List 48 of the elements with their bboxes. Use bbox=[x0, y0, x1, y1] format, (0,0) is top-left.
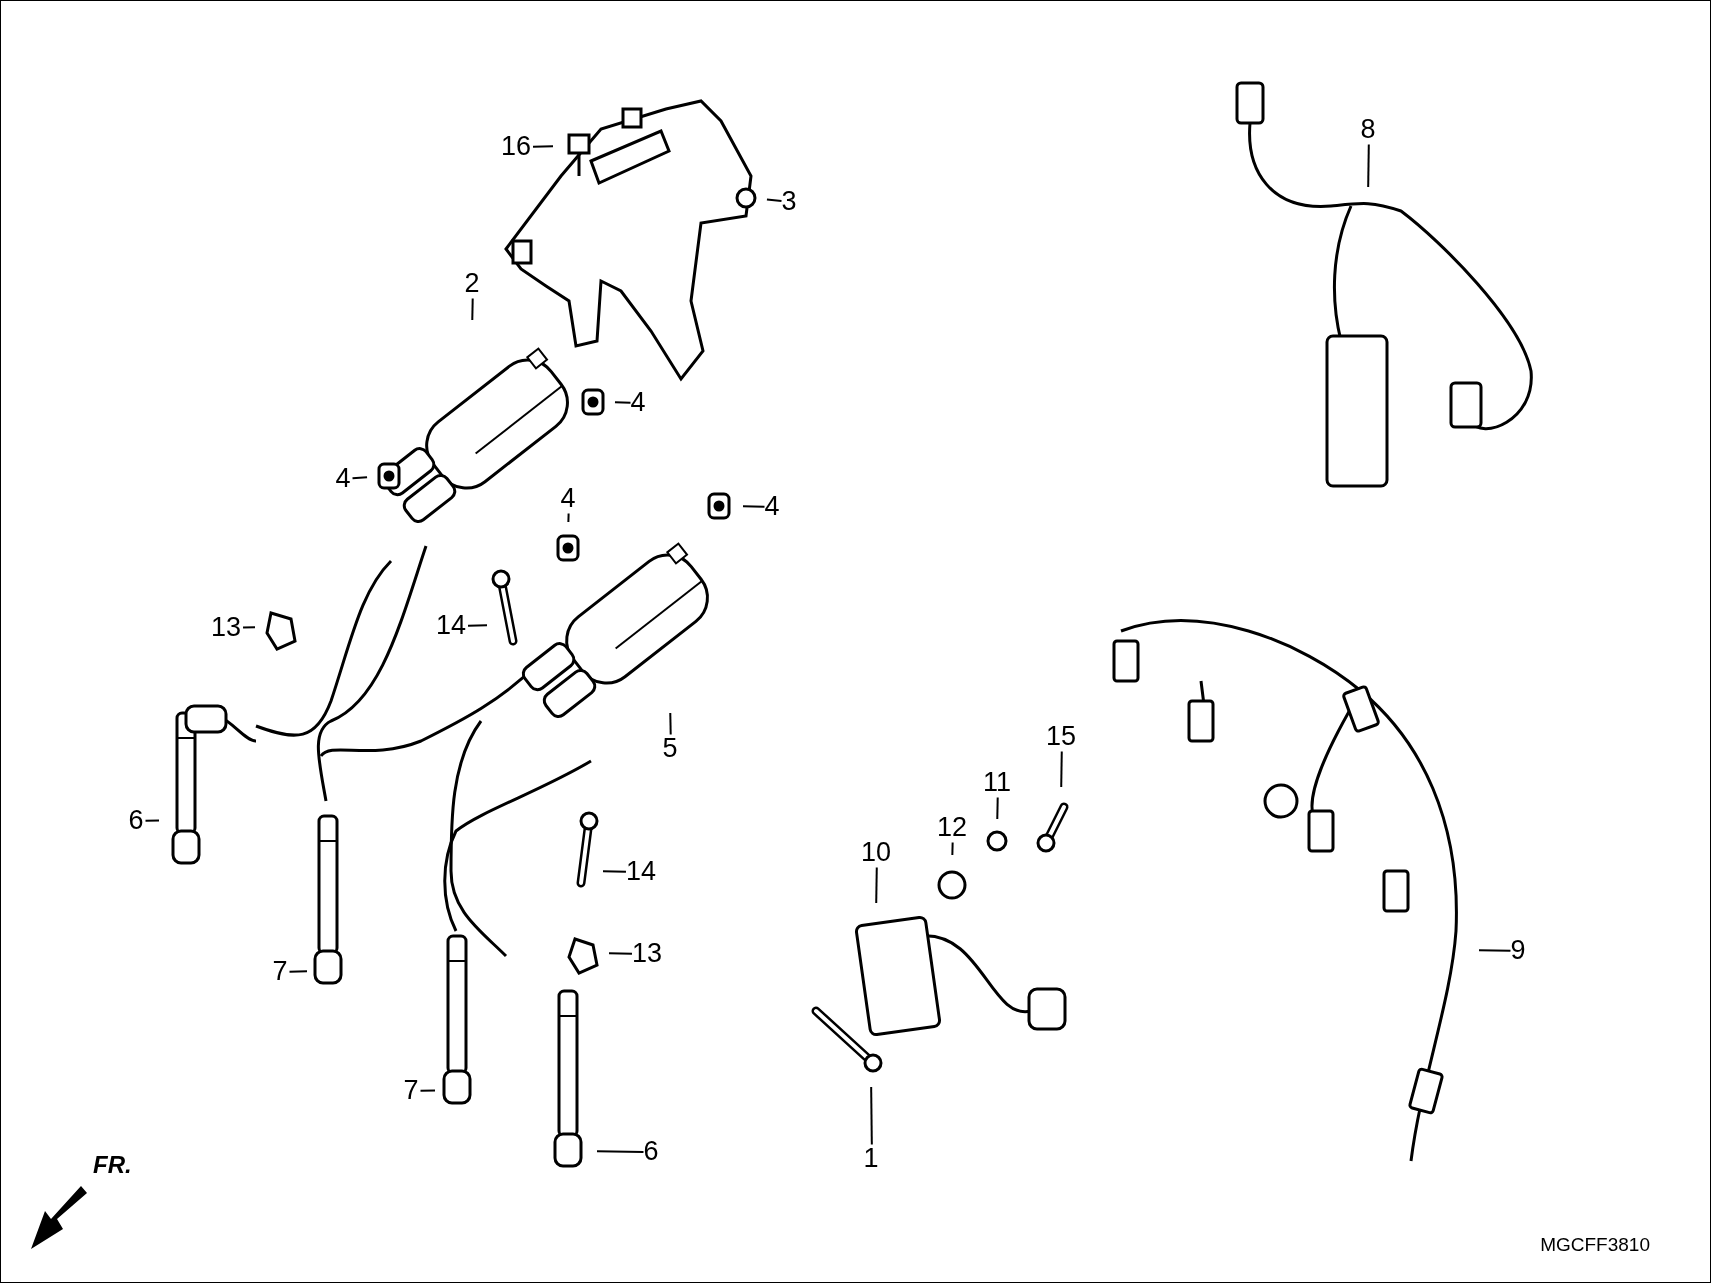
leader-line bbox=[608, 952, 633, 955]
callout-number: 14 bbox=[625, 856, 657, 886]
callout-number: 4 bbox=[763, 491, 781, 521]
callout-number: 5 bbox=[661, 733, 679, 763]
leader-line bbox=[742, 505, 766, 508]
leader-line bbox=[875, 866, 878, 904]
callout-number: 6 bbox=[642, 1136, 660, 1166]
leader-line bbox=[1060, 750, 1063, 788]
leader-line bbox=[242, 626, 256, 629]
leader-line bbox=[1478, 949, 1512, 952]
callout-number: 2 bbox=[463, 268, 481, 298]
callout-number: 3 bbox=[780, 186, 798, 216]
leader-line bbox=[996, 796, 999, 820]
leader-line bbox=[951, 841, 954, 856]
callout-number: 12 bbox=[936, 812, 968, 842]
callout-number: 13 bbox=[631, 938, 663, 968]
callout-number: 6 bbox=[127, 805, 145, 835]
callout-number: 4 bbox=[629, 387, 647, 417]
leader-line bbox=[532, 145, 554, 148]
callout-number: 1 bbox=[862, 1143, 880, 1173]
callout-number: 7 bbox=[402, 1075, 420, 1105]
leader-line bbox=[614, 401, 632, 404]
leader-line bbox=[669, 712, 672, 736]
leader-line bbox=[351, 476, 369, 480]
direction-label: FR. bbox=[93, 1151, 132, 1179]
leader-line bbox=[602, 870, 627, 873]
callout-number: 7 bbox=[271, 956, 289, 986]
leader-line bbox=[419, 1089, 436, 1092]
callout-number: 11 bbox=[982, 767, 1012, 797]
leader-line bbox=[870, 1086, 873, 1146]
leader-line bbox=[1367, 143, 1370, 188]
leader-line bbox=[596, 1150, 645, 1153]
drawing-code: MGCFF3810 bbox=[1540, 1234, 1650, 1256]
callout-number: 8 bbox=[1359, 114, 1377, 144]
callout-number: 13 bbox=[210, 612, 242, 642]
callout-number: 16 bbox=[500, 131, 532, 161]
leader-line bbox=[471, 297, 474, 321]
callout-number: 4 bbox=[334, 463, 352, 493]
callout-number: 10 bbox=[860, 837, 892, 867]
leader-line bbox=[467, 624, 488, 627]
callout-number: 9 bbox=[1509, 935, 1527, 965]
leader-line bbox=[144, 819, 160, 822]
callout-number: 14 bbox=[435, 610, 467, 640]
leader-line bbox=[288, 970, 308, 973]
callout-number: 15 bbox=[1045, 721, 1077, 751]
callout-number: 4 bbox=[559, 483, 577, 513]
leader-line bbox=[567, 512, 570, 523]
leader-line bbox=[765, 198, 783, 203]
